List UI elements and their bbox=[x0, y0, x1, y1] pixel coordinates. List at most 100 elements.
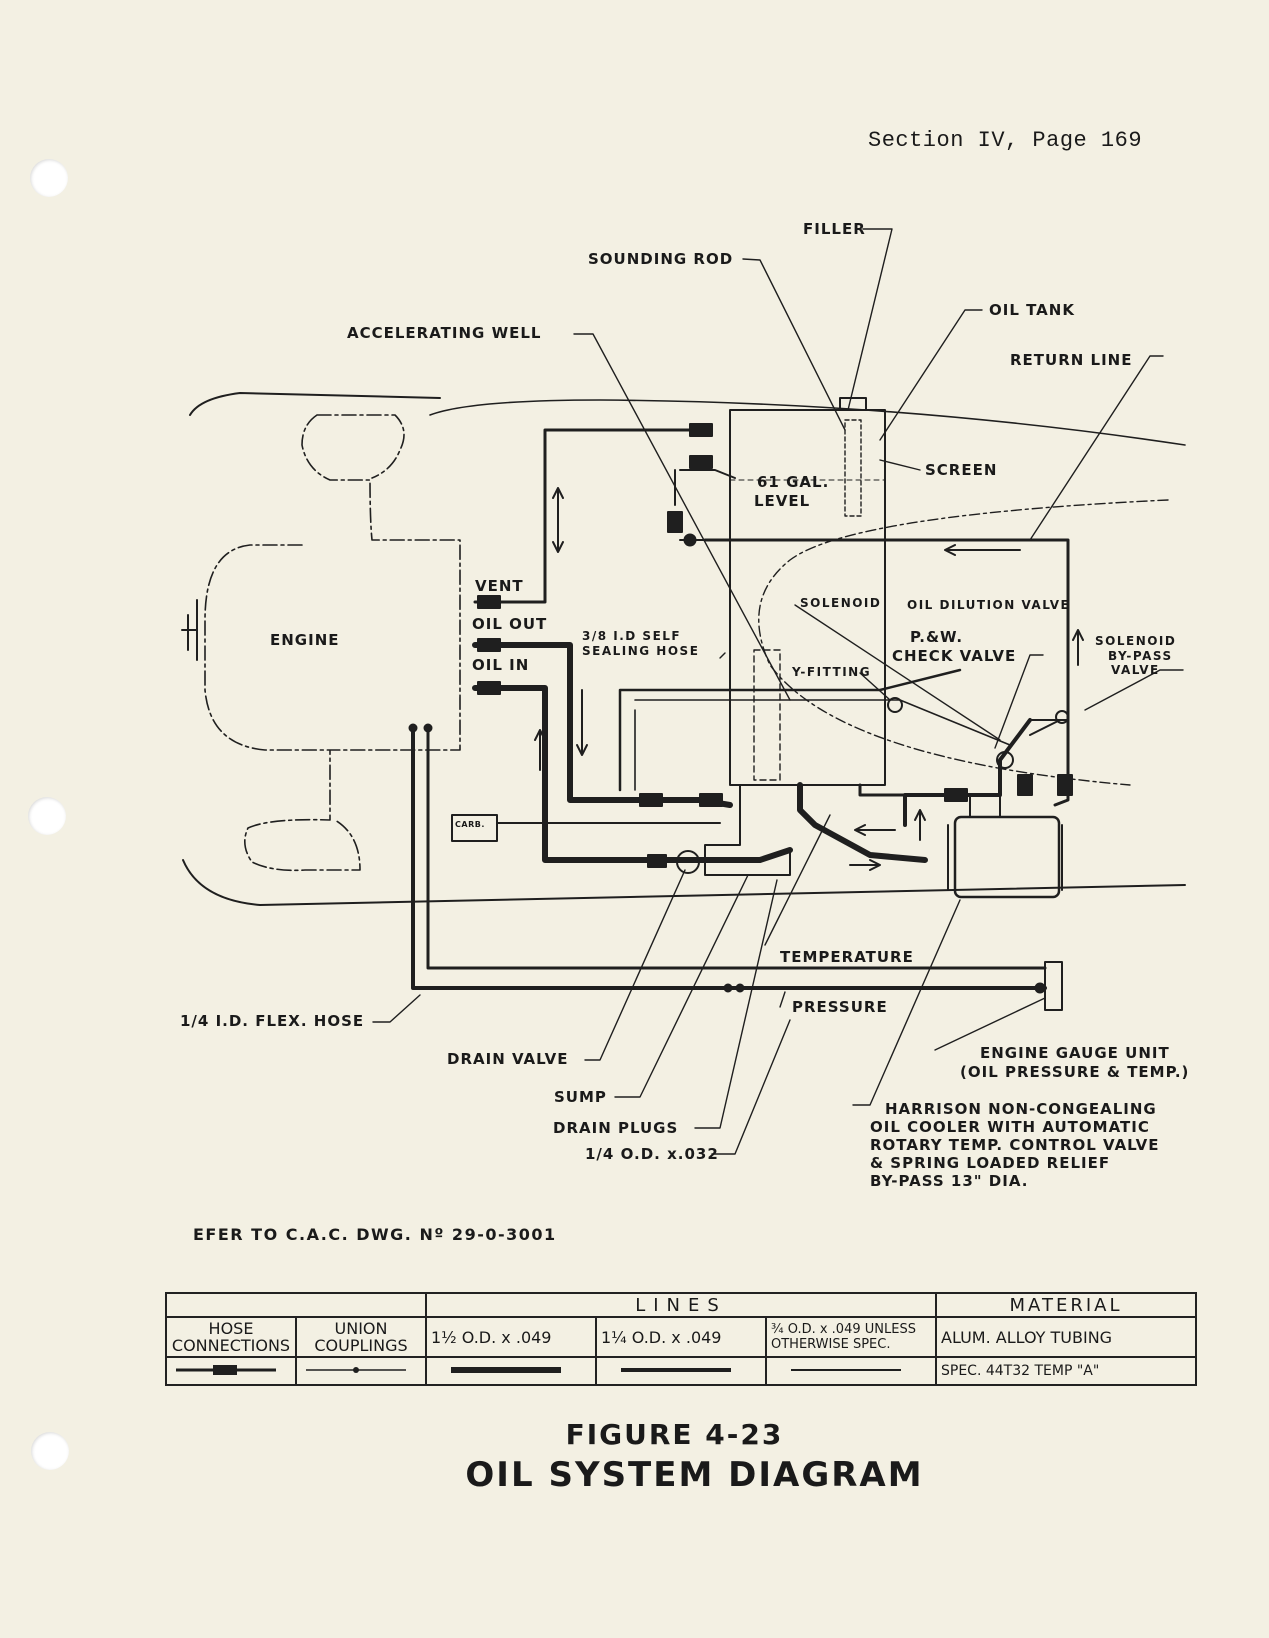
vent-arrow bbox=[552, 487, 564, 553]
legend-line-2: 1¼ O.D. x .049 bbox=[595, 1316, 767, 1358]
label-return-line: RETURN LINE bbox=[1010, 351, 1133, 369]
label-sounding-rod: SOUNDING ROD bbox=[588, 250, 734, 268]
drawing-reference: EFER TO C.A.C. DWG. Nº 29-0-3001 bbox=[193, 1225, 557, 1244]
fuselage-outline-top bbox=[189, 392, 441, 416]
oil-in-arrow bbox=[534, 729, 546, 771]
label-screen: SCREEN bbox=[925, 461, 998, 479]
legend-material-2: SPEC. 44T32 TEMP "A" bbox=[935, 1356, 1197, 1386]
label-sump: SUMP bbox=[554, 1088, 607, 1106]
label-drain-plugs: DRAIN PLUGS bbox=[553, 1119, 679, 1137]
engine-gauge-unit bbox=[1044, 961, 1063, 1011]
label-temperature: TEMPERATURE bbox=[780, 948, 914, 966]
label-vent: VENT bbox=[475, 577, 524, 595]
oil-out-arrow bbox=[576, 689, 588, 756]
oil-cooler-valve bbox=[969, 794, 1001, 818]
bypass-valve bbox=[1055, 710, 1069, 724]
engine-prop-flange bbox=[181, 599, 198, 661]
cowl-curve bbox=[758, 499, 1169, 786]
label-pressure: PRESSURE bbox=[792, 998, 888, 1016]
figure-title: OIL SYSTEM DIAGRAM bbox=[465, 1455, 924, 1495]
label-oil-tank: OIL TANK bbox=[989, 301, 1075, 319]
label-engine-gauge-unit: ENGINE GAUGE UNIT bbox=[980, 1044, 1170, 1062]
legend-hose-symbol bbox=[165, 1356, 297, 1386]
legend-material-1: ALUM. ALLOY TUBING bbox=[935, 1316, 1197, 1358]
fuselage-outline-bottom bbox=[182, 859, 1186, 906]
carburetor-box bbox=[451, 814, 498, 842]
accelerating-well bbox=[753, 649, 781, 781]
tank-fittings-left bbox=[674, 469, 736, 541]
label-sealing-hose-1: 3/8 I.D SELF bbox=[582, 629, 682, 643]
label-check-valve: CHECK VALVE bbox=[892, 647, 1017, 665]
fuselage-outline-top-right bbox=[429, 399, 1186, 446]
label-solenoid: SOLENOID bbox=[800, 596, 882, 610]
hose-fittings bbox=[477, 423, 1073, 868]
label-sealing-hose-2: SEALING HOSE bbox=[582, 644, 700, 658]
legend-line-2-symbol bbox=[595, 1356, 767, 1386]
cooler-arrow-1 bbox=[854, 824, 896, 836]
tank-side-line bbox=[858, 783, 927, 797]
line-legend-table: LINES MATERIAL HOSE CONNECTIONS UNION CO… bbox=[165, 1292, 1197, 1386]
cooler-arrow-3 bbox=[914, 809, 926, 841]
vent-line bbox=[473, 428, 707, 604]
legend-union-symbol bbox=[295, 1356, 427, 1386]
legend-lines-header: LINES bbox=[425, 1292, 937, 1318]
label-61-gal: 61 GAL. bbox=[757, 473, 830, 491]
label-harrison-4: & SPRING LOADED RELIEF bbox=[870, 1154, 1111, 1172]
label-accelerating-well: ACCELERATING WELL bbox=[347, 324, 542, 342]
y-fitting-node bbox=[887, 697, 903, 713]
tank-to-cooler bbox=[797, 782, 928, 863]
binder-hole-bottom bbox=[31, 1432, 69, 1470]
label-level: LEVEL bbox=[754, 492, 811, 510]
return-arrow bbox=[944, 544, 1021, 556]
legend-line-3-symbol bbox=[765, 1356, 937, 1386]
label-oil-pressure-temp: (OIL PRESSURE & TEMP.) bbox=[960, 1063, 1190, 1081]
label-carb: CARB. bbox=[455, 820, 485, 829]
sounding-rod-tube bbox=[844, 419, 862, 517]
legend-material-header: MATERIAL bbox=[935, 1292, 1197, 1318]
label-oil-out: OIL OUT bbox=[472, 615, 548, 633]
legend-hose-connections: HOSE CONNECTIONS bbox=[165, 1316, 297, 1358]
legend-blank-header bbox=[165, 1292, 427, 1318]
solenoid-leader bbox=[794, 604, 1001, 741]
binder-hole-middle bbox=[28, 797, 66, 835]
temperature-line bbox=[426, 728, 1047, 970]
oil-tank-outline bbox=[729, 409, 886, 786]
pressure-line bbox=[411, 728, 1047, 990]
label-od-032: 1/4 O.D. x.032 bbox=[585, 1145, 719, 1163]
label-leaders bbox=[372, 228, 1184, 1155]
label-engine: ENGINE bbox=[270, 631, 340, 649]
label-y-fitting: Y-FITTING bbox=[792, 665, 872, 679]
return-fitting bbox=[683, 533, 697, 547]
cooler-out bbox=[903, 718, 1032, 827]
section-page-header: Section IV, Page 169 bbox=[868, 128, 1143, 153]
return-line bbox=[703, 538, 1070, 807]
return-arrow-up bbox=[1072, 629, 1084, 666]
bypass-line bbox=[1029, 719, 1069, 736]
label-solenoid-bypass-1: SOLENOID bbox=[1095, 634, 1177, 648]
legend-line-1: 1½ O.D. x .049 bbox=[425, 1316, 597, 1358]
engine-outline bbox=[204, 414, 461, 872]
label-pw: P.&W. bbox=[910, 628, 964, 646]
label-solenoid-bypass-2: BY-PASS bbox=[1108, 649, 1173, 663]
label-drain-valve: DRAIN VALVE bbox=[447, 1050, 569, 1068]
legend-line-1-symbol bbox=[425, 1356, 597, 1386]
dilution-line-2 bbox=[634, 699, 1011, 791]
binder-hole-top bbox=[30, 159, 68, 197]
oil-in-line bbox=[472, 685, 793, 863]
check-valve bbox=[996, 751, 1014, 769]
label-solenoid-bypass-3: VALVE bbox=[1111, 663, 1160, 677]
label-flex-hose: 1/4 I.D. FLEX. HOSE bbox=[180, 1012, 365, 1030]
label-harrison-1: HARRISON NON-CONGEALING bbox=[885, 1100, 1157, 1118]
label-harrison-5: BY-PASS 13" DIA. bbox=[870, 1172, 1029, 1190]
legend-union-couplings: UNION COUPLINGS bbox=[295, 1316, 427, 1358]
filler-neck bbox=[839, 397, 867, 411]
label-filler: FILLER bbox=[803, 220, 866, 238]
oil-cooler-body bbox=[953, 815, 1061, 899]
label-oil-dilution-valve: OIL DILUTION VALVE bbox=[907, 598, 1071, 612]
sump-body bbox=[704, 784, 791, 876]
figure-number: FIGURE 4-23 bbox=[565, 1418, 784, 1451]
label-harrison-3: ROTARY TEMP. CONTROL VALVE bbox=[870, 1136, 1160, 1154]
cooler-arrow-2 bbox=[849, 859, 881, 871]
dilution-line bbox=[618, 668, 962, 792]
